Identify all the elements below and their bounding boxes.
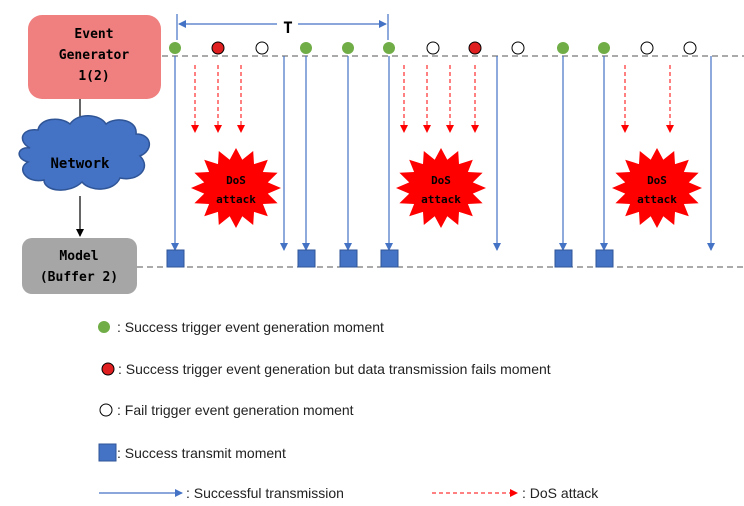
dos-bursts: DoS attack DoS attack DoS attack	[191, 148, 702, 228]
model-box	[22, 238, 137, 294]
failed-transmission-marker	[468, 41, 482, 55]
dos-burst-2-line2: attack	[421, 193, 461, 206]
dos-burst-2	[396, 148, 486, 228]
dos-burst-1-line1: DoS	[226, 174, 246, 187]
transmit-square	[554, 249, 573, 268]
dos-arrows	[191, 65, 674, 133]
dos-burst-3-line1: DoS	[647, 174, 667, 187]
legend-fail-trigger-icon	[99, 403, 113, 417]
period-label: T	[283, 18, 293, 37]
legend-fail-trigger: : Fail trigger event generation moment	[117, 402, 354, 418]
legend-success-trigger: : Success trigger event generation momen…	[117, 319, 384, 335]
model-line2: (Buffer 2)	[40, 270, 118, 285]
success-trigger-marker	[557, 42, 569, 54]
fail-trigger-marker	[426, 41, 440, 55]
legend-transmit-moment: : Success transmit moment	[117, 445, 286, 461]
success-trigger-marker	[383, 42, 395, 54]
success-trigger-marker	[598, 42, 610, 54]
legend-dos-attack: : DoS attack	[522, 485, 599, 501]
event-generator-box	[28, 15, 161, 99]
dos-burst-3-line2: attack	[637, 193, 677, 206]
dos-burst-2-line1: DoS	[431, 174, 451, 187]
success-trigger-marker	[300, 42, 312, 54]
fail-trigger-marker	[511, 41, 525, 55]
legend-fail-transmission: : Success trigger event generation but d…	[118, 361, 551, 377]
fail-trigger-marker	[683, 41, 697, 55]
transmission-arrows	[171, 56, 715, 251]
legend-success-icon	[98, 321, 110, 333]
generator-line2: Generator	[59, 48, 130, 63]
legend-fail-transmission-icon	[101, 362, 115, 376]
network-label: Network	[50, 156, 110, 172]
transmit-squares	[166, 249, 614, 268]
dos-burst-1	[191, 148, 281, 228]
fail-trigger-marker	[640, 41, 654, 55]
transmit-square	[166, 249, 185, 268]
dos-burst-3	[612, 148, 702, 228]
dos-burst-1-line2: attack	[216, 193, 256, 206]
legend-successful-transmission: : Successful transmission	[186, 485, 344, 501]
transmit-square	[380, 249, 399, 268]
transmit-square	[339, 249, 358, 268]
generator-line3: 1(2)	[78, 69, 109, 84]
model-line1: Model	[59, 249, 98, 264]
generator-line1: Event	[74, 27, 113, 42]
legend-transmit-icon	[98, 443, 117, 462]
transmit-square	[595, 249, 614, 268]
failed-transmission-marker	[211, 41, 225, 55]
network-cloud	[18, 115, 150, 191]
transmit-square	[297, 249, 316, 268]
success-trigger-marker	[169, 42, 181, 54]
event-markers	[169, 41, 697, 55]
fail-trigger-marker	[255, 41, 269, 55]
success-trigger-marker	[342, 42, 354, 54]
legend: : Success trigger event generation momen…	[98, 319, 599, 501]
